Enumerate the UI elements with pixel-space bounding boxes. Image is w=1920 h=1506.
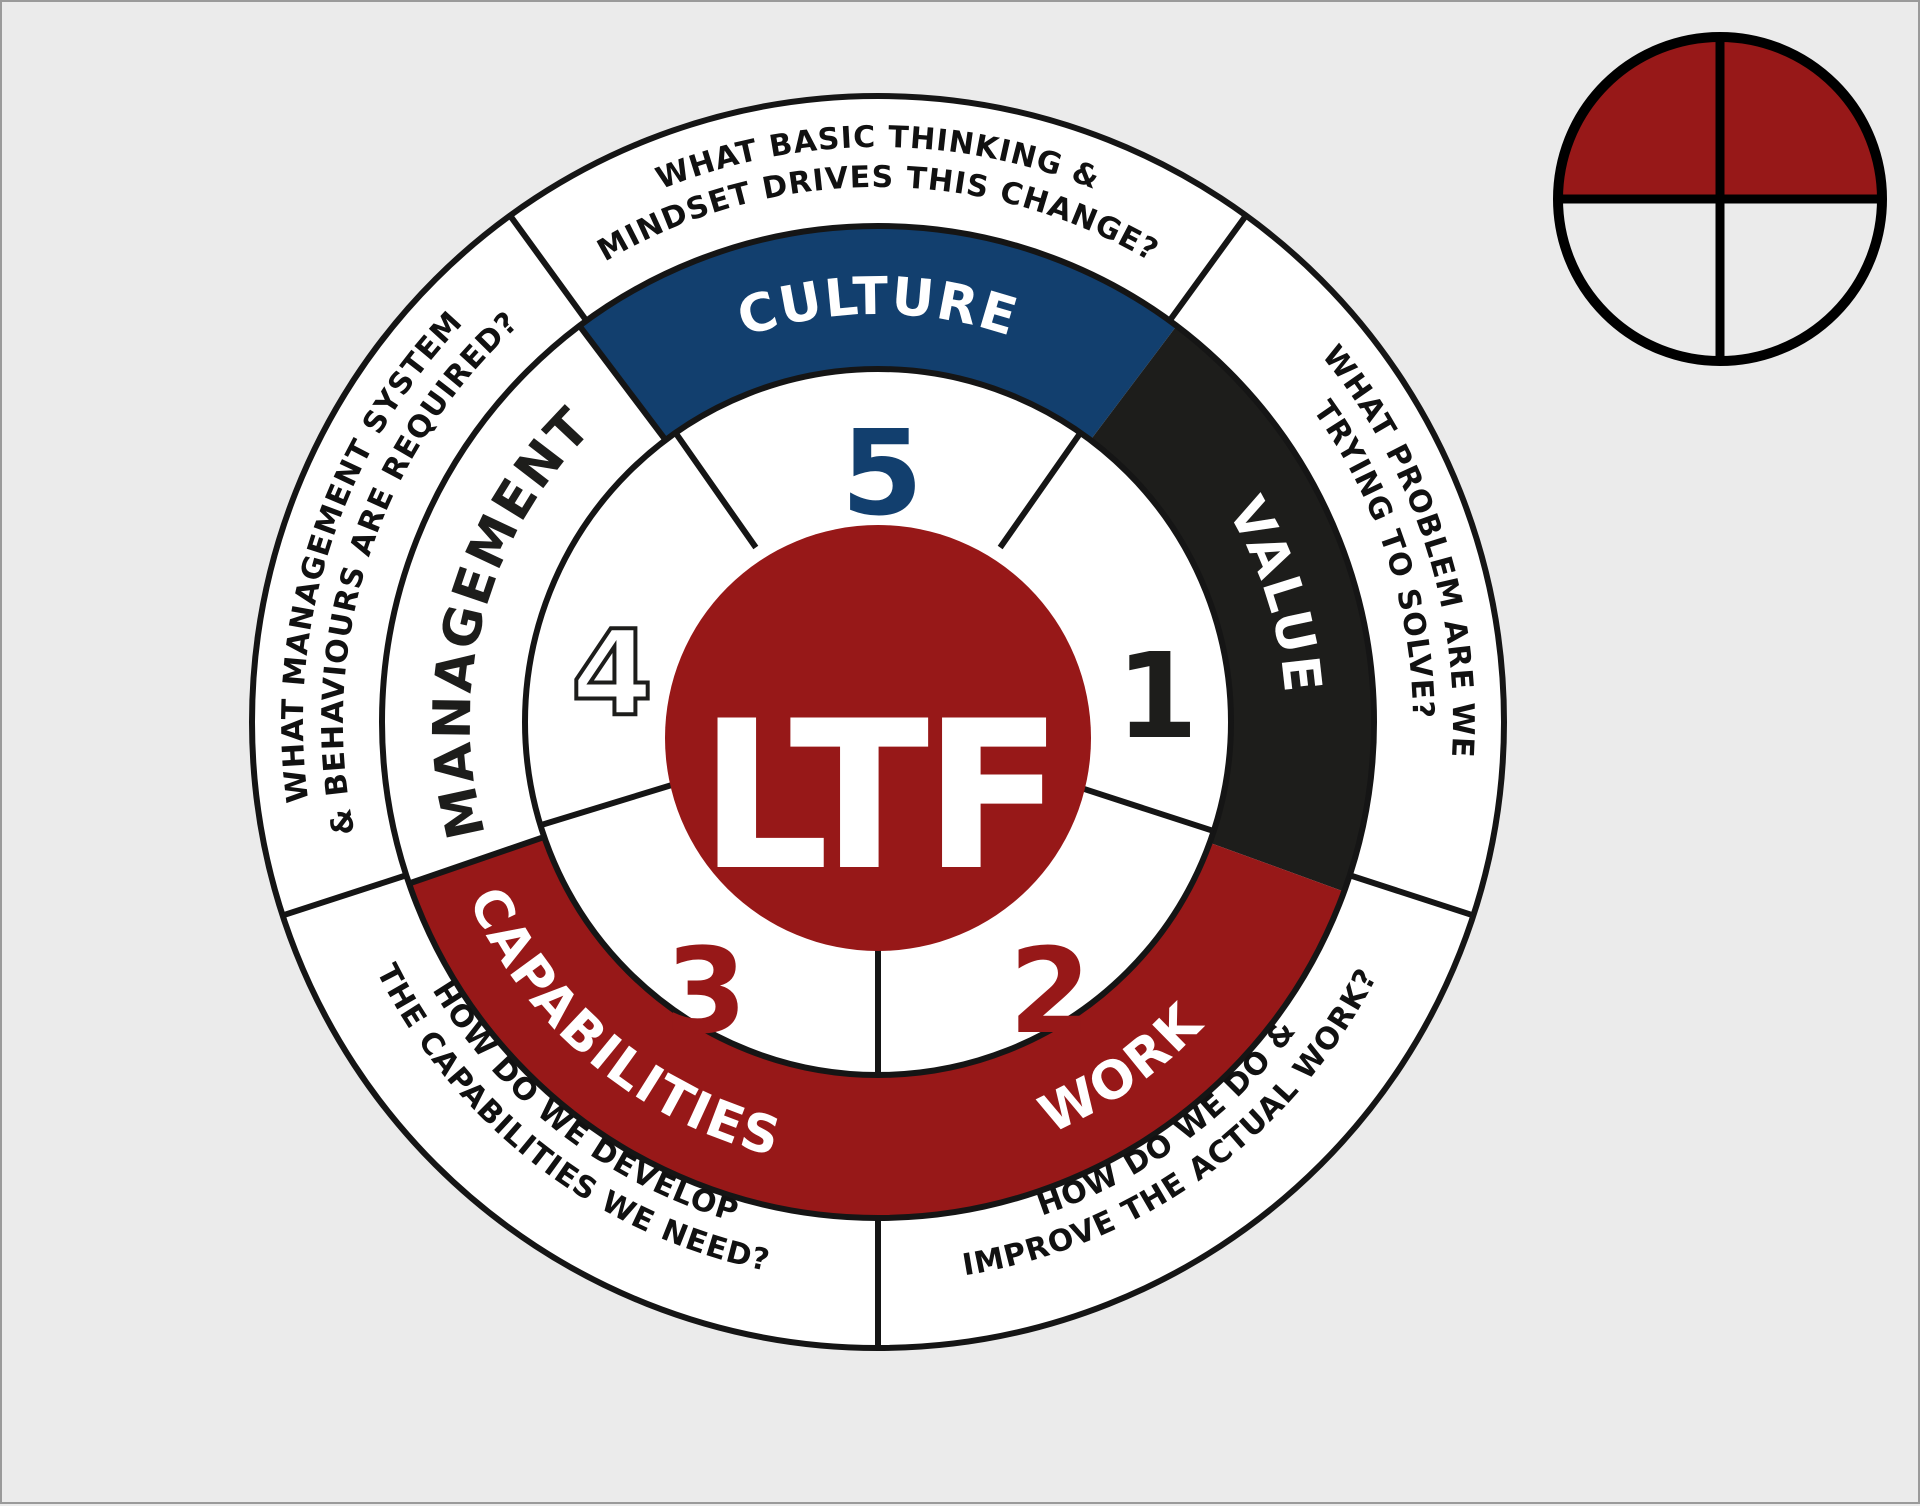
band-divider — [577, 324, 668, 442]
work-number: 2 — [1009, 922, 1091, 1060]
work-band — [878, 842, 1345, 1218]
inner-divider — [997, 431, 1083, 550]
management-number: 4 — [571, 604, 653, 742]
culture-number: 5 — [841, 404, 923, 542]
center-circle — [665, 525, 1091, 951]
center-label: LTF — [699, 678, 1058, 916]
inner-divider — [1079, 784, 1215, 834]
inner-divider — [673, 431, 759, 550]
outer-divider — [1167, 213, 1249, 323]
segment-dividers — [281, 213, 1475, 1348]
culture-band — [579, 226, 1177, 441]
quadrant-progress-icon — [1553, 32, 1887, 366]
band-divider — [408, 834, 546, 887]
value-number: 1 — [1116, 627, 1198, 765]
outer-divider — [507, 213, 589, 323]
outer-divider — [1348, 872, 1475, 919]
capabilities-number: 3 — [665, 922, 747, 1060]
capabilities-band — [409, 836, 878, 1218]
outer-divider — [281, 872, 408, 919]
inner-divider — [539, 781, 676, 829]
